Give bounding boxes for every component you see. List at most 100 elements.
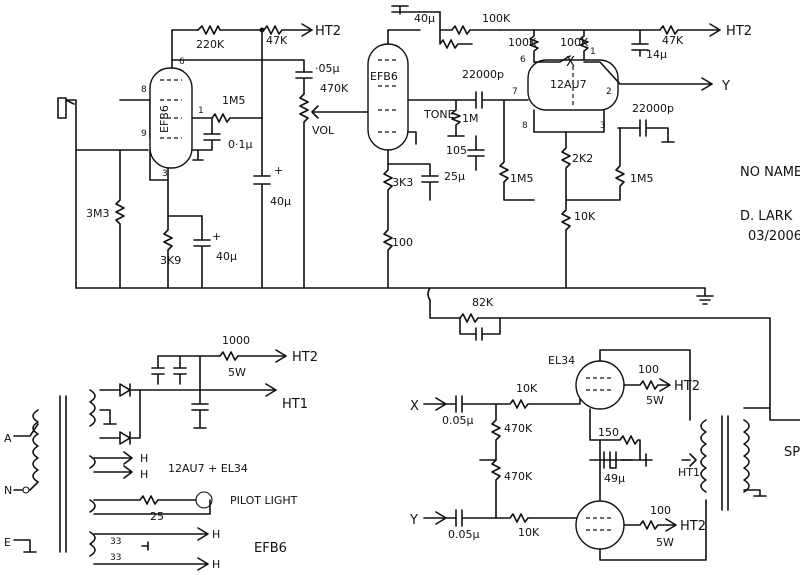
fuse: [22, 486, 30, 494]
plus-40u-a: +: [274, 164, 283, 177]
label-h1: H: [140, 452, 148, 465]
label-el34: EL34: [548, 354, 575, 367]
wire-anode-1: [171, 29, 199, 69]
plus-40u-b: +: [212, 230, 221, 243]
wire-y-out: [583, 61, 713, 85]
label-out-ht2-b: HT2: [680, 519, 706, 534]
cathode-ground: [639, 453, 653, 467]
label-efb6-heater: EFB6: [254, 541, 287, 556]
wire-cathode-1: [167, 167, 203, 217]
label-h4: H: [212, 558, 220, 571]
transformer-secondaries: [89, 389, 96, 557]
label-mains-e: E: [4, 536, 11, 549]
label-40u-top: 40µ: [414, 12, 435, 25]
label-100-s1: 100: [638, 363, 659, 376]
label-33-a: 33: [110, 537, 121, 547]
title-date: 03/2006: [748, 229, 800, 244]
label-1m5-b: 1M5: [510, 172, 534, 185]
el34-2-grids: [586, 517, 614, 531]
label-220k: 220K: [196, 38, 225, 51]
ct-ground: [99, 409, 117, 425]
resistor-47k-a: [261, 25, 313, 35]
resistor-100k-c: [579, 29, 589, 63]
label-spk: SPK: [784, 445, 800, 460]
pot-wiper: [311, 105, 329, 119]
mains-wiring: [13, 423, 39, 553]
label-40u-a: 40µ: [270, 195, 291, 208]
label-pilot-25: 25: [150, 510, 164, 523]
label-01u: 0·1µ: [228, 138, 253, 151]
label-100-cath: 100: [392, 236, 413, 249]
label-47k-b: 47K: [662, 34, 684, 47]
label-05u: ·05µ: [315, 62, 340, 75]
label-out-y: Y: [409, 513, 418, 528]
label-5w-b: 5W: [656, 536, 674, 549]
label-47k-a: 47K: [266, 34, 288, 47]
label-out-ht1: HT1: [678, 466, 700, 479]
arrow-y: [701, 77, 713, 91]
heater-arrows-1: [93, 451, 133, 479]
label-1m5-a: 1M5: [222, 94, 246, 107]
label-ps-5w: 5W: [228, 366, 246, 379]
ot-ct-ht1: [681, 453, 697, 467]
ot-core: [721, 415, 729, 511]
efb6-tube-1-grids: [160, 79, 182, 139]
reservoir-caps: [151, 355, 201, 385]
title-author: D. LARK: [740, 209, 793, 224]
heater-ct: [141, 541, 149, 551]
label-470k-g1: 470K: [504, 422, 533, 435]
grid-y-path: [423, 509, 579, 527]
wire-x-out: [533, 55, 571, 63]
label-82k: 82K: [472, 296, 494, 309]
label-out-x: X: [410, 399, 419, 414]
label-49u: 49µ: [604, 472, 625, 485]
resistor-3k9: [163, 215, 173, 289]
label-efb6-1: EFB6: [158, 105, 171, 133]
label-3m3: 3M3: [86, 207, 110, 220]
pin-1: 1: [198, 106, 204, 116]
cap-40u-b: [193, 215, 211, 289]
label-ps-1000: 1000: [222, 334, 250, 347]
label-105: 105: [446, 144, 467, 157]
pin-2: 2: [606, 87, 612, 97]
label-22000p-b: 22000p: [632, 102, 674, 115]
resistor-1m5-c: [565, 127, 625, 201]
label-40u-b: 40µ: [216, 250, 237, 263]
label-22000p-a: 22000p: [462, 68, 504, 81]
label-10k-tail: 10K: [574, 210, 596, 223]
resistors-tail: [561, 131, 571, 289]
pin-1b: 1: [590, 47, 596, 57]
label-25u: 25µ: [444, 170, 465, 183]
pin-3: 3: [162, 169, 168, 179]
wire-ps-ht1: [199, 383, 277, 397]
cap-25u: [387, 149, 439, 201]
arrow-ht2-b: [709, 23, 721, 37]
pin-6b: 6: [520, 55, 526, 65]
resistor-1000-5w: [199, 351, 287, 391]
label-2k2: 2K2: [572, 152, 593, 165]
label-mains-n: N: [4, 484, 12, 497]
transformer-primary: [32, 409, 39, 483]
label-100k-a: 100K: [482, 12, 511, 25]
screen-res-1: [623, 378, 671, 392]
wire-screen-2: [407, 131, 417, 145]
resistor-100k-side: [439, 29, 473, 49]
label-12au7: 12AU7: [550, 78, 587, 91]
label-heater-note: 12AU7 + EL34: [168, 462, 248, 475]
input-jack-pin: [65, 99, 75, 105]
label-3k3: 3K3: [392, 176, 413, 189]
cap-01u: [191, 117, 221, 151]
resistors-cathode-stack: [383, 163, 393, 289]
label-out-ht2-a: HT2: [674, 379, 700, 394]
label-efb6-2: EFB6: [370, 70, 398, 83]
cap-14u: [631, 29, 649, 57]
label-5w-a: 5W: [646, 394, 664, 407]
ground-bus: [75, 287, 706, 301]
label-ps-ht1: HT1: [282, 397, 308, 412]
transformer-core: [59, 395, 67, 553]
el34-tube-2: [575, 500, 625, 550]
cap-nfb: [459, 317, 501, 341]
label-ht2-a: HT2: [315, 24, 341, 39]
